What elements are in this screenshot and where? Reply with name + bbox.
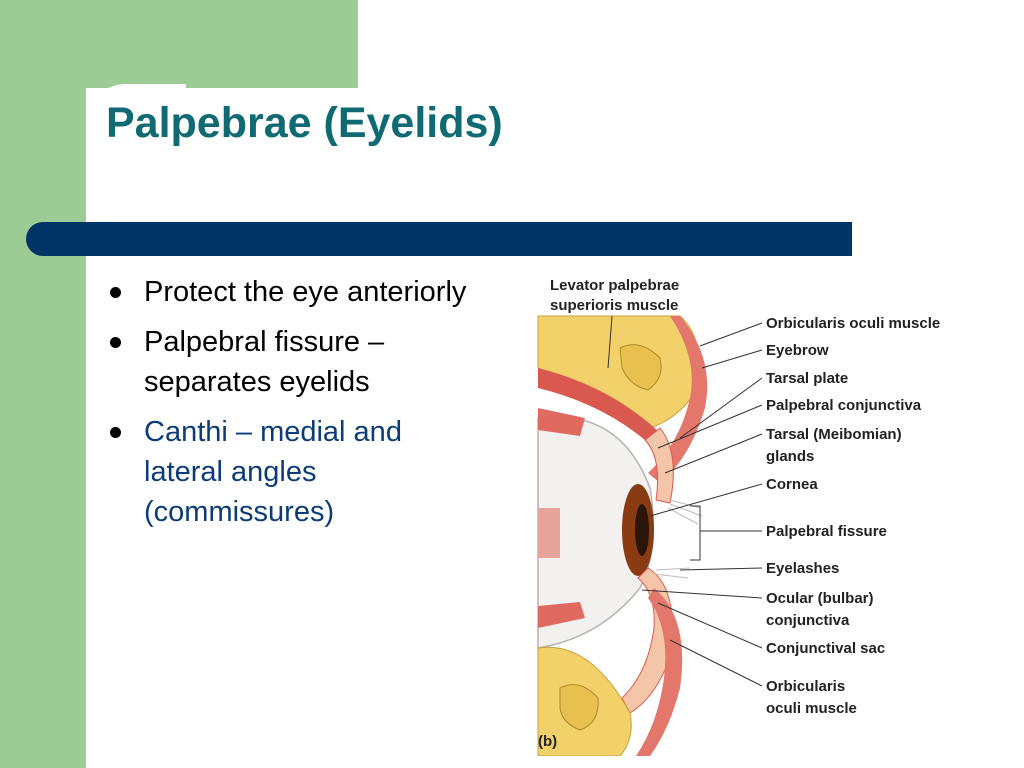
bullet-text: Protect the eye anteriorly: [144, 276, 467, 308]
label-tarsal-plate: Tarsal plate: [766, 370, 848, 387]
label-eyebrow: Eyebrow: [766, 342, 829, 359]
rounded-content-corner: [86, 84, 186, 184]
anatomy-illustration: [537, 315, 708, 756]
label-palpebral-fissure: Palpebral fissure: [766, 523, 887, 540]
label-tarsal-glands: Tarsal (Meibomian) glands: [766, 426, 906, 465]
label-palpebral-conjunctiva: Palpebral conjunctiva: [766, 397, 922, 414]
bullet-item: Canthi – medial and lateral angles (comm…: [104, 412, 474, 532]
bullet-dot-icon: [110, 337, 121, 348]
bullet-text: Canthi – medial and lateral angles (comm…: [144, 416, 402, 528]
label-eyelashes: Eyelashes: [766, 560, 839, 577]
eyelid-diagram: Levator palpebrae superioris muscle Orbi…: [537, 277, 940, 756]
bullet-item: Protect the eye anteriorly: [104, 272, 474, 312]
bullet-item: Palpebral fissure – separates eyelids: [104, 322, 474, 402]
top-green-block: [0, 0, 358, 88]
panel-letter: (b): [538, 733, 557, 750]
label-levator-palpebrae: Levator palpebrae superioris muscle: [550, 277, 683, 314]
label-conjunctival-sac: Conjunctival sac: [766, 640, 885, 657]
bullet-text: Palpebral fissure – separates eyelids: [144, 326, 385, 398]
bullet-dot-icon: [110, 287, 121, 298]
label-cornea: Cornea: [766, 476, 818, 493]
eyelid-anatomy-figure: Levator palpebrae superioris muscle Orbi…: [530, 268, 960, 756]
bullet-list: Protect the eye anteriorly Palpebral fis…: [104, 272, 474, 542]
bullet-dot-icon: [110, 427, 121, 438]
title-divider-bar: [26, 222, 852, 256]
label-orbicularis-lower: Orbicularis oculi muscle: [766, 678, 857, 717]
label-orbicularis-oculi: Orbicularis oculi muscle: [766, 315, 940, 332]
leader-lines: [641, 322, 763, 687]
label-ocular-conjunctiva: Ocular (bulbar) conjunctiva: [766, 590, 878, 629]
left-green-strip: [0, 0, 86, 768]
slide-title: Palpebrae (Eyelids): [106, 99, 503, 147]
